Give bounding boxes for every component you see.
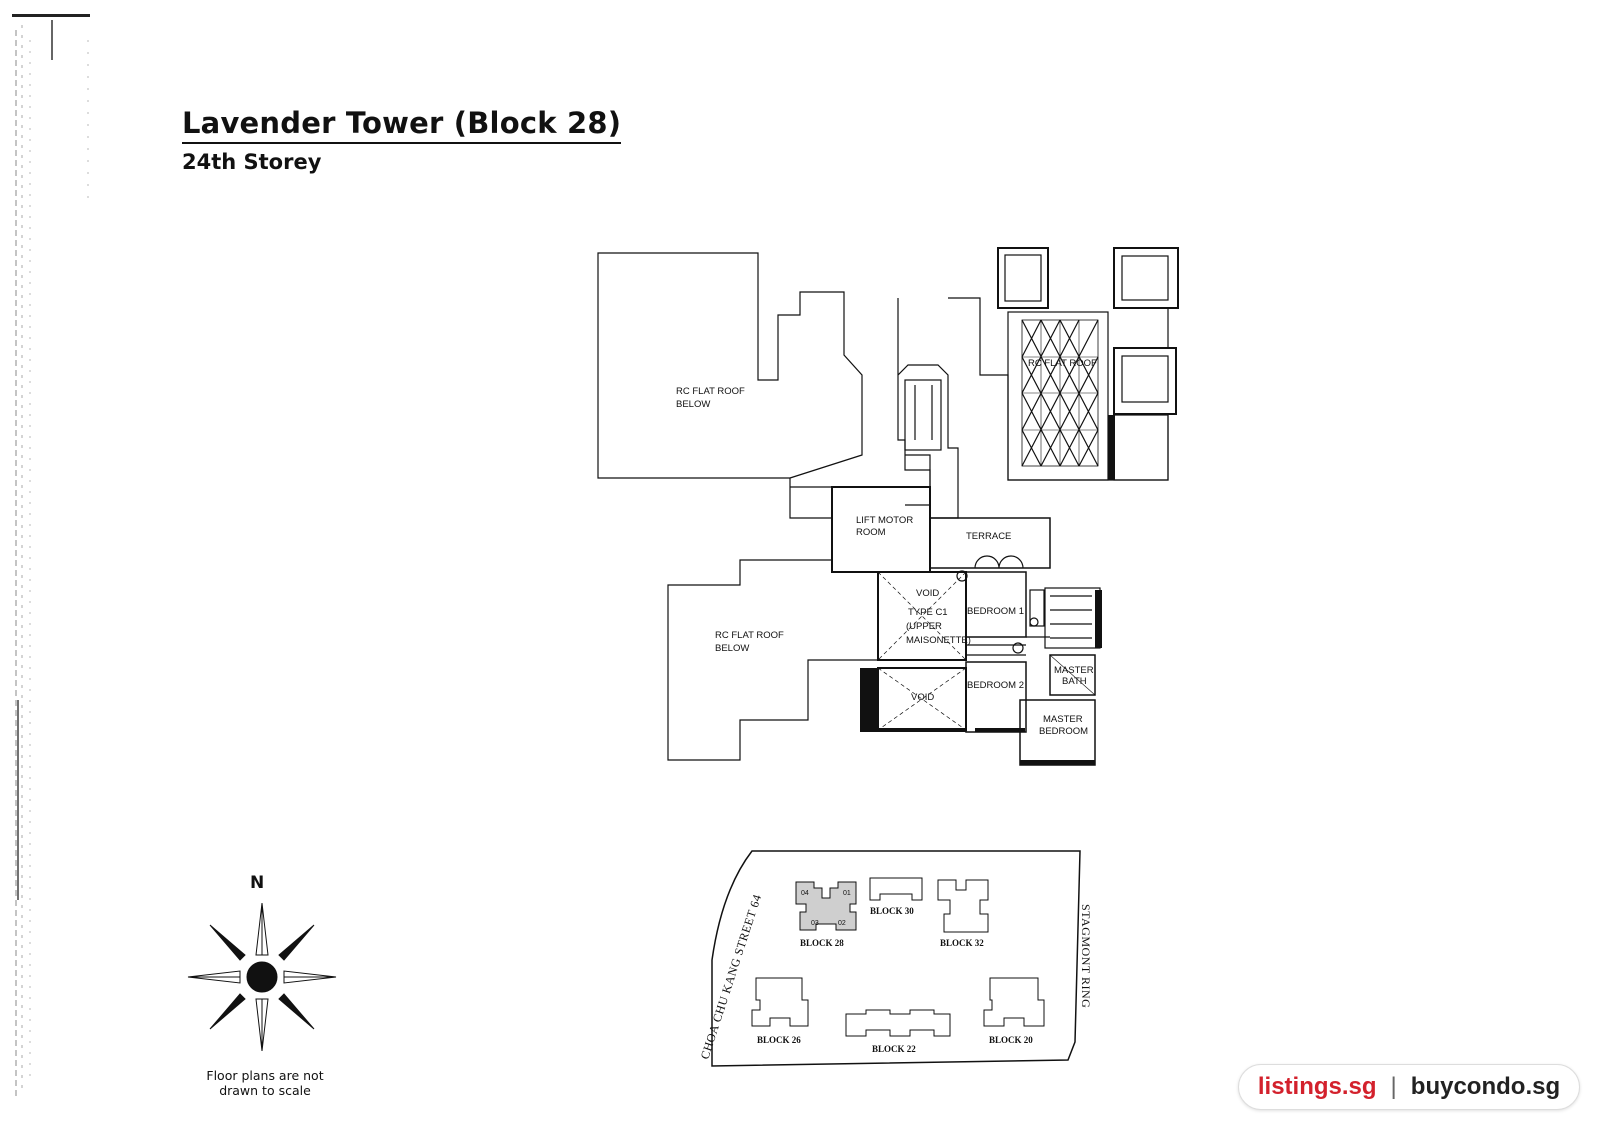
label-type-3: MAISONETTE)	[906, 635, 971, 646]
scale-note-line1: Floor plans are not	[206, 1068, 324, 1083]
watermark-badge[interactable]: listings.sg | buycondo.sg	[1238, 1064, 1580, 1110]
label-rc-flat-roof-right: RC FLAT ROOF	[1028, 358, 1097, 369]
unit-tag-01: 01	[843, 890, 851, 897]
page-title: Lavender Tower (Block 28)	[182, 106, 622, 144]
site-label-b30: BLOCK 30	[870, 906, 914, 916]
unit-tag-04: 04	[801, 890, 809, 897]
site-block-22	[845, 1009, 951, 1037]
label-bedroom-2: BEDROOM 2	[967, 680, 1024, 691]
watermark-buycondo[interactable]: buycondo.sg	[1410, 1073, 1561, 1100]
scale-note: Floor plans are not drawn to scale	[190, 1068, 340, 1098]
unit-tag-02: 02	[838, 920, 846, 927]
site-label-b28: BLOCK 28	[800, 938, 844, 948]
label-lift-2: ROOM	[856, 527, 886, 538]
site-boundary	[711, 850, 1081, 1067]
site-label-b20: BLOCK 20	[989, 1035, 1033, 1045]
label-void-bottom: VOID	[911, 692, 934, 703]
site-label-b26: BLOCK 26	[757, 1035, 801, 1045]
scale-note-line2: drawn to scale	[219, 1083, 311, 1098]
stair-tower	[897, 298, 959, 519]
unit-tag-03: 03	[811, 920, 819, 927]
label-mbath-1: MASTER	[1054, 665, 1094, 676]
bedroom-1	[965, 571, 1027, 638]
master-bath	[1049, 654, 1096, 696]
site-label-b22: BLOCK 22	[872, 1044, 916, 1054]
compass-north-label: N	[250, 873, 265, 893]
label-roof-bottom-2: BELOW	[715, 643, 749, 654]
road-label-right: STAGMONT RING	[1079, 904, 1093, 1008]
page-subtitle: 24th Storey	[182, 150, 322, 174]
label-bedroom-1: BEDROOM 1	[967, 606, 1024, 617]
compass-icon	[187, 902, 337, 1052]
label-type-1: TYPE C1	[908, 607, 948, 618]
label-master-2: BEDROOM	[1039, 726, 1088, 737]
label-terrace: TERRACE	[966, 531, 1011, 542]
scan-edge-artifact	[12, 14, 90, 1100]
site-block-26	[751, 977, 809, 1027]
site-label-b32: BLOCK 32	[940, 938, 984, 948]
label-mbath-2: BATH	[1062, 676, 1087, 687]
site-block-28	[795, 881, 857, 931]
site-block-32	[937, 879, 989, 933]
label-lift-1: LIFT MOTOR	[856, 515, 913, 526]
site-block-30	[869, 877, 923, 901]
site-block-20	[983, 977, 1045, 1027]
label-master-1: MASTER	[1043, 714, 1083, 725]
roof-outline-bottom	[667, 559, 879, 761]
title-block: Lavender Tower (Block 28) 24th Storey	[182, 106, 622, 174]
terrace	[929, 517, 1051, 569]
label-roof-top-2: BELOW	[676, 399, 710, 410]
bedroom-2	[965, 661, 1027, 733]
label-roof-bottom-1: RC FLAT ROOF	[715, 630, 784, 641]
watermark-separator: |	[1390, 1073, 1397, 1100]
label-void-top: VOID	[916, 588, 939, 599]
watermark-listings[interactable]: listings.sg	[1257, 1073, 1377, 1100]
roof-outline-top	[597, 252, 863, 519]
label-type-2: (UPPER	[906, 621, 942, 632]
label-roof-top-1: RC FLAT ROOF	[676, 386, 745, 397]
road-label-left: CHOA CHU KANG STREET 64	[698, 892, 765, 1061]
